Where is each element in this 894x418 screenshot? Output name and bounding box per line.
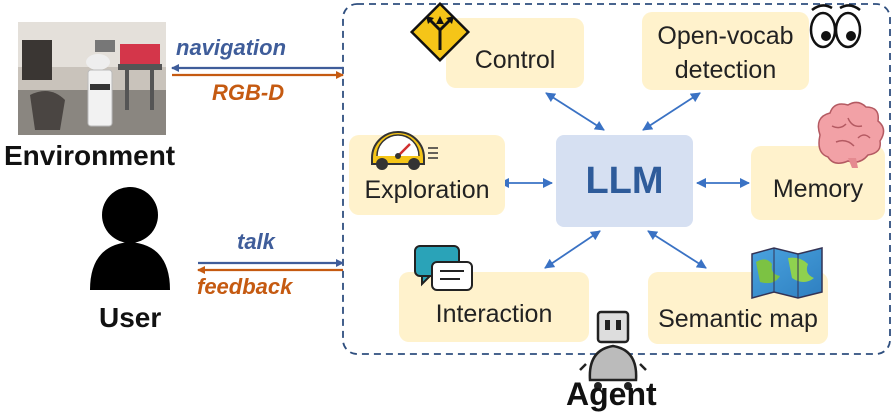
talk-label: talk (237, 229, 275, 254)
llm-label: LLM (585, 160, 664, 202)
user-label: User (99, 302, 162, 333)
road-sign-icon (409, 1, 471, 63)
semantic-map-label: Semantic map (658, 305, 818, 333)
interaction-label: Interaction (435, 300, 553, 328)
environment-photo (18, 22, 166, 135)
robot-icon (579, 310, 647, 390)
gauge-icon (371, 131, 438, 170)
map-icon (751, 247, 823, 299)
navigation-label: navigation (176, 35, 287, 60)
llm-detection-arrow (642, 92, 701, 131)
detection-label-line1: Open-vocab (657, 22, 794, 50)
detection-box (642, 12, 809, 90)
llm-semantic-map-arrow (647, 230, 707, 269)
memory-label: Memory (772, 175, 864, 203)
llm-interaction-arrow (544, 230, 601, 269)
control-label: Control (474, 46, 556, 74)
brain-icon (817, 101, 885, 168)
eyes-icon (809, 4, 862, 49)
llm-box (556, 135, 693, 227)
exploration-label: Exploration (364, 176, 490, 204)
environment-label: Environment (4, 140, 176, 171)
agent-label: Agent (566, 376, 657, 412)
user-icon (90, 187, 170, 290)
rgbd-label: RGB-D (212, 80, 285, 105)
control-box (446, 18, 584, 88)
detection-label-line2: detection (674, 56, 777, 84)
llm-control-arrow (545, 92, 605, 131)
chat-bubbles-icon (414, 245, 473, 291)
feedback-label: feedback (197, 274, 293, 299)
